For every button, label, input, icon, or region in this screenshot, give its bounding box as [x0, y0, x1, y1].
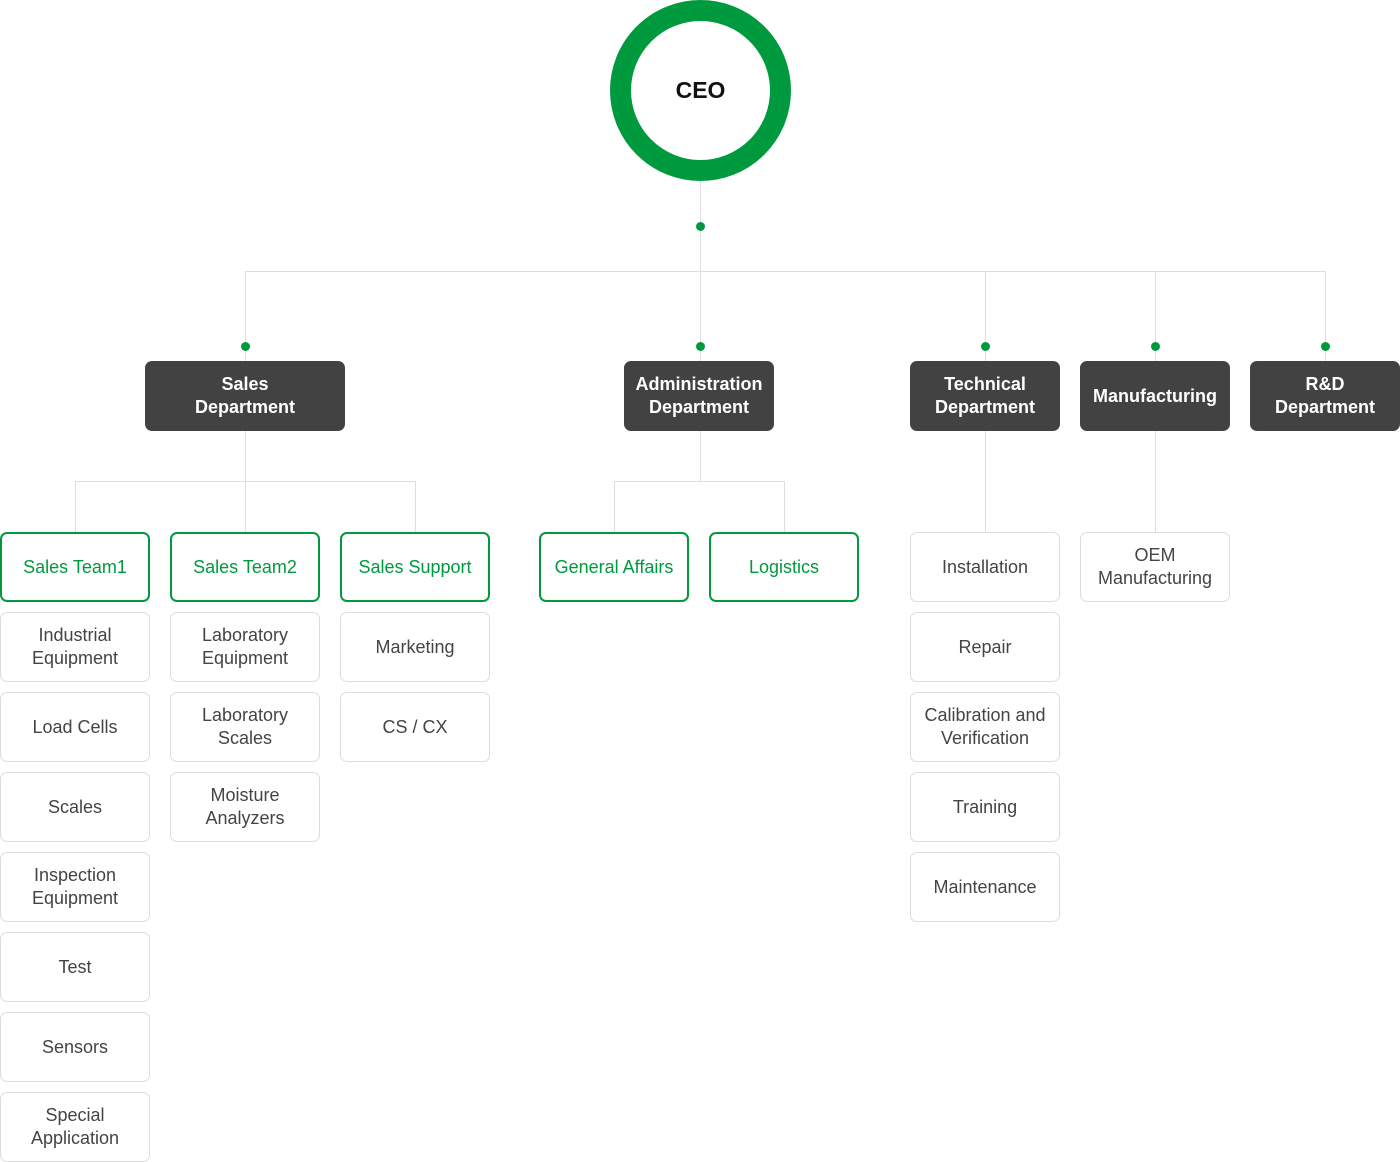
connector-department-bar [245, 271, 1326, 272]
team-logistics: Logistics [709, 532, 859, 602]
unit-training: Training [910, 772, 1060, 842]
node-dot-ceo [696, 222, 705, 231]
unit-label: Test [58, 956, 92, 977]
unit-cs-cx: CS / CX [340, 692, 490, 762]
department-label: R&D Department [1274, 374, 1376, 417]
connector-sales-team1-drop [75, 481, 76, 533]
unit-calibration-verification: Calibration and Verification [910, 692, 1060, 762]
team-general-affairs: General Affairs [539, 532, 689, 602]
connector-sales-drop [245, 271, 246, 361]
unit-label: Inspection Equipment [31, 865, 119, 908]
unit-load-cells: Load Cells [0, 692, 150, 762]
team-label: Logistics [748, 556, 820, 577]
unit-scales: Scales [0, 772, 150, 842]
unit-label: Laboratory Scales [201, 705, 289, 748]
unit-repair: Repair [910, 612, 1060, 682]
department-rnd: R&D Department [1250, 361, 1400, 431]
unit-marketing: Marketing [340, 612, 490, 682]
unit-label: Calibration and Verification [924, 705, 1046, 748]
unit-label: Maintenance [933, 876, 1037, 897]
node-dot-manufacturing [1151, 342, 1160, 351]
department-sales: Sales Department [145, 361, 345, 431]
department-administration: Administration Department [624, 361, 774, 431]
node-dot-technical [981, 342, 990, 351]
unit-label: Sensors [41, 1036, 109, 1057]
unit-label: Marketing [375, 636, 455, 657]
unit-label: Scales [47, 796, 103, 817]
connector-sales-support-drop [415, 481, 416, 533]
unit-laboratory-equipment: Laboratory Equipment [170, 612, 320, 682]
department-label: Administration Department [635, 374, 763, 417]
unit-label: Repair [958, 636, 1012, 657]
unit-label: Installation [941, 556, 1029, 577]
connector-admin-trunk [700, 431, 701, 481]
connector-logistics-drop [784, 481, 785, 533]
unit-maintenance: Maintenance [910, 852, 1060, 922]
connector-technical-drop [985, 271, 986, 361]
unit-inspection-equipment: Inspection Equipment [0, 852, 150, 922]
department-technical: Technical Department [910, 361, 1060, 431]
team-label: Sales Support [358, 556, 472, 577]
department-label: Technical Department [934, 374, 1036, 417]
team-label: Sales Team1 [23, 556, 127, 577]
connector-sales-trunk [245, 431, 246, 481]
unit-installation: Installation [910, 532, 1060, 602]
node-dot-admin [696, 342, 705, 351]
department-label: Sales Department [194, 374, 296, 417]
connector-sales-team2-drop [245, 481, 246, 533]
unit-laboratory-scales: Laboratory Scales [170, 692, 320, 762]
connector-admin-drop [700, 271, 701, 361]
unit-label: CS / CX [382, 716, 448, 737]
unit-moisture-analyzers: Moisture Analyzers [170, 772, 320, 842]
unit-label: Moisture Analyzers [205, 785, 285, 828]
unit-label: Training [952, 796, 1018, 817]
ceo-node: CEO [610, 0, 791, 181]
unit-oem-manufacturing: OEM Manufacturing [1080, 532, 1230, 602]
unit-label: Special Application [30, 1105, 120, 1148]
connector-manufacturing-trunk [1155, 431, 1156, 533]
unit-sensors: Sensors [0, 1012, 150, 1082]
connector-rnd-drop [1325, 271, 1326, 361]
team-sales-team2: Sales Team2 [170, 532, 320, 602]
department-label: Manufacturing [1093, 385, 1217, 406]
connector-manufacturing-drop [1155, 271, 1156, 361]
unit-label: OEM Manufacturing [1097, 545, 1213, 588]
unit-label: Industrial Equipment [31, 625, 119, 668]
unit-special-application: Special Application [0, 1092, 150, 1162]
node-dot-sales [241, 342, 250, 351]
department-manufacturing: Manufacturing [1080, 361, 1230, 431]
team-sales-support: Sales Support [340, 532, 490, 602]
connector-admin-teams-bar [614, 481, 785, 482]
unit-test: Test [0, 932, 150, 1002]
ceo-label: CEO [675, 77, 726, 103]
unit-label: Laboratory Equipment [201, 625, 289, 668]
unit-industrial-equipment: Industrial Equipment [0, 612, 150, 682]
unit-label: Load Cells [32, 716, 118, 737]
connector-general-affairs-drop [614, 481, 615, 533]
team-label: Sales Team2 [193, 556, 297, 577]
node-dot-rnd [1321, 342, 1330, 351]
team-sales-team1: Sales Team1 [0, 532, 150, 602]
connector-technical-trunk [985, 431, 986, 533]
team-label: General Affairs [554, 556, 674, 577]
